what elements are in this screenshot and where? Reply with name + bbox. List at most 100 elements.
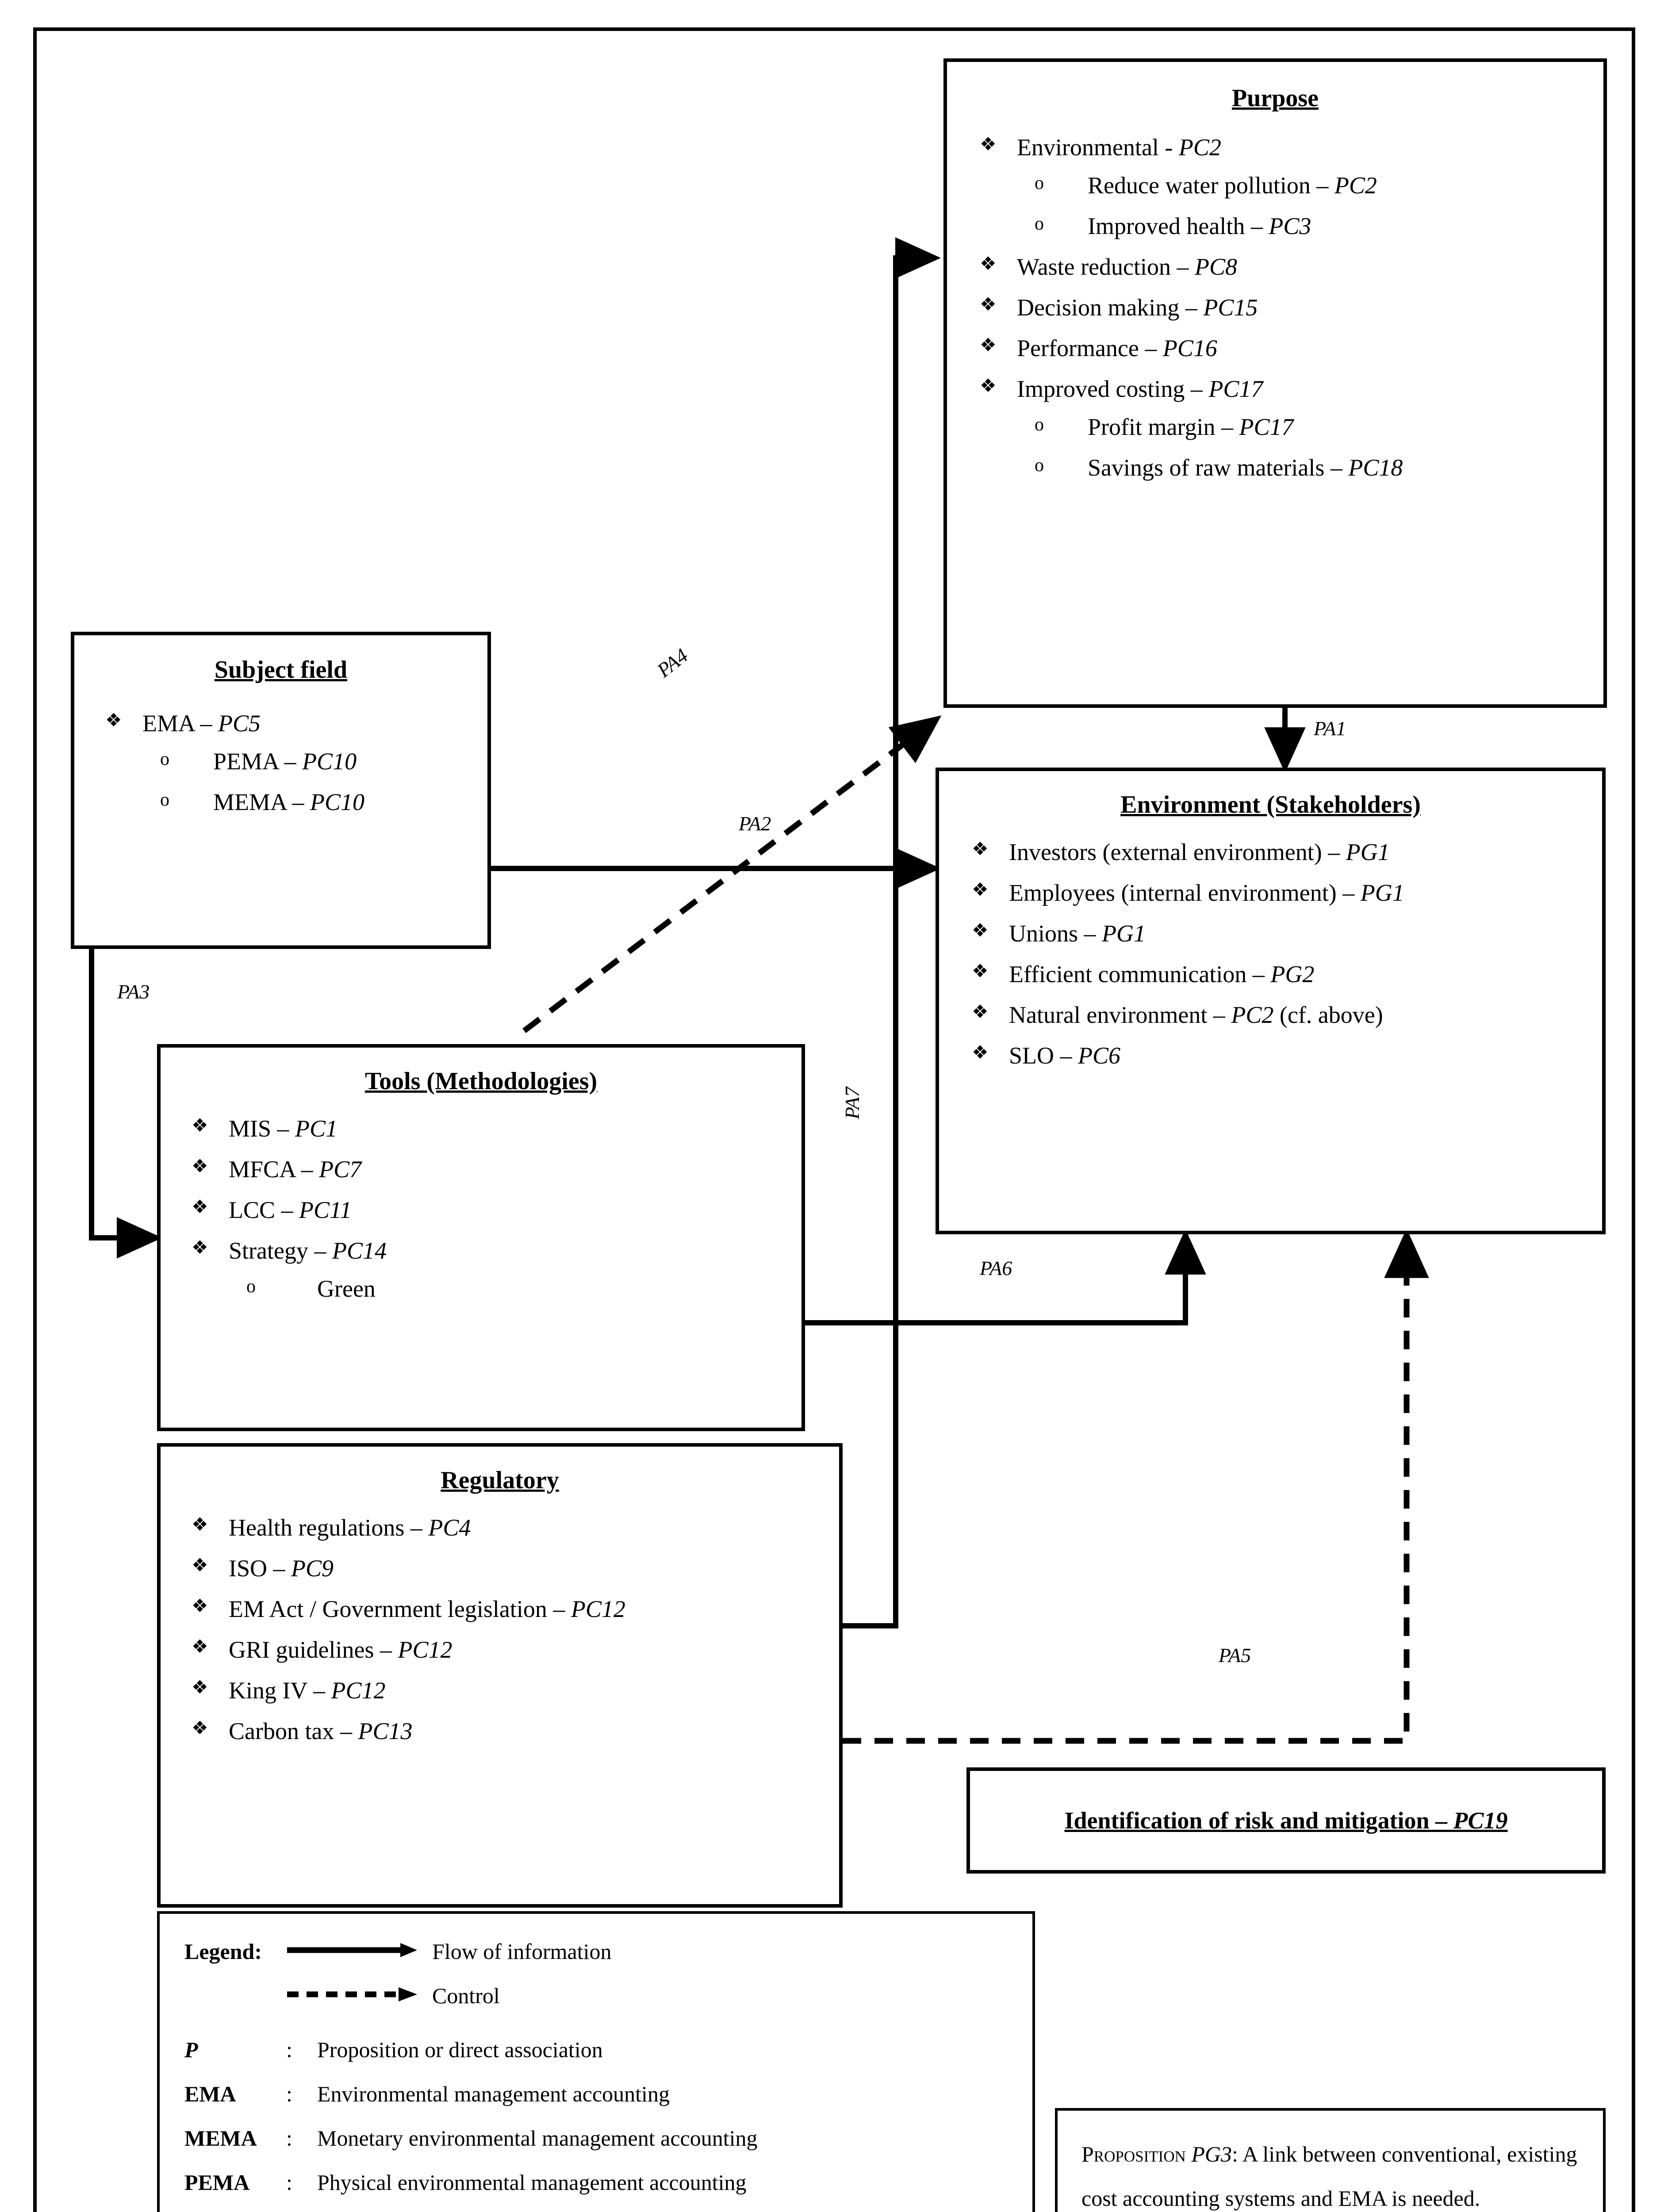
item-text: MEMA – [213, 788, 311, 815]
list-item: Unions – PG1 [957, 920, 1584, 947]
item-text: MIS – [229, 1115, 295, 1142]
item-code: PC5 [218, 710, 261, 737]
node-proposition-text: Proposition PG3: A link between conventi… [1081, 2132, 1579, 2212]
edge-label-PA7: PA7 [841, 1087, 863, 1119]
list-item: Natural environment – PC2 (cf. above) [957, 1001, 1584, 1029]
item-code: PC6 [1078, 1042, 1121, 1069]
item-code: PC12 [331, 1677, 386, 1704]
item-code: PC11 [299, 1196, 352, 1223]
sub-list: Profit margin – PC17 Savings of raw mate… [1017, 413, 1586, 481]
item-text: EMA – [142, 710, 219, 737]
list-item: Strategy – PC14 Green [176, 1237, 786, 1302]
proposition-label: Proposition [1081, 2142, 1192, 2166]
item-text: Performance – [1017, 335, 1163, 362]
node-regulatory-list: Health regulations – PC4 ISO – PC9 EM Ac… [176, 1514, 823, 1745]
sub-list: Green [229, 1275, 786, 1302]
item-text: Investors (external environment) – [1009, 838, 1346, 865]
dashed-arrow-icon [286, 1985, 432, 2003]
item-text: Improved costing – [1017, 376, 1209, 403]
list-item: Green [229, 1275, 786, 1302]
legend-abbr-key: PEMA [184, 2170, 250, 2195]
node-subject-field[interactable]: Subject field EMA – PC5 PEMA – PC10 MEMA… [71, 632, 491, 949]
item-text: Natural environment – [1009, 1001, 1231, 1028]
list-item: Reduce water pollution – PC2 [1017, 172, 1586, 199]
node-risk[interactable]: Identification of risk and mitigation – … [966, 1767, 1606, 1874]
item-code: PC18 [1348, 454, 1403, 481]
node-tools[interactable]: Tools (Methodologies) MIS – PC1 MFCA – P… [157, 1044, 805, 1431]
item-text: King IV – [229, 1677, 331, 1704]
item-code: PC10 [310, 788, 365, 815]
list-item: Performance – PC16 [965, 334, 1586, 362]
sub-list: PEMA – PC10 MEMA – PC10 [142, 748, 472, 816]
edge-PA6 [805, 1229, 1206, 1325]
list-item: EM Act / Government legislation – PC12 [176, 1595, 823, 1623]
item-text: LCC – [229, 1196, 299, 1223]
node-environment-list: Investors (external environment) – PG1 E… [957, 838, 1584, 1070]
item-text: Strategy – [229, 1237, 332, 1264]
list-item: Decision making – PC15 [965, 294, 1586, 321]
node-tools-list: MIS – PC1 MFCA – PC7 LCC – PC11 Strategy… [176, 1115, 786, 1302]
edge-PA4 [522, 715, 942, 1033]
item-text: Waste reduction – [1017, 253, 1195, 280]
legend-abbr-value: Physical environmental management accoun… [317, 2170, 747, 2195]
item-code: PC17 [1239, 414, 1294, 441]
node-legend[interactable]: Legend: Flow of information Control P : [157, 1911, 1035, 2212]
outer-frame [33, 27, 1635, 2212]
legend-control-label: Control [432, 1983, 500, 2008]
node-purpose-title: Purpose [1232, 84, 1319, 112]
item-code: PG1 [1102, 920, 1146, 947]
item-code: PC12 [571, 1595, 625, 1622]
node-environment[interactable]: Environment (Stakeholders) Investors (ex… [936, 768, 1606, 1234]
legend-row-abbr: PEMA : Physical environmental management… [184, 2170, 1011, 2195]
item-text: Health regulations – [229, 1514, 429, 1541]
node-purpose[interactable]: Purpose Environmental - PC2 Reduce water… [943, 58, 1607, 708]
sub-list: Reduce water pollution – PC2 Improved he… [1017, 172, 1586, 240]
list-item: MIS – PC1 [176, 1115, 786, 1142]
node-tools-title: Tools (Methodologies) [364, 1068, 598, 1095]
list-item: Improved health – PC3 [1017, 212, 1586, 240]
legend-row-flow: Legend: Flow of information [184, 1939, 1011, 1964]
item-text: Unions – [1009, 920, 1102, 947]
list-item: MFCA – PC7 [176, 1156, 786, 1183]
item-text: ISO – [229, 1555, 291, 1582]
list-item: Carbon tax – PC13 [176, 1717, 823, 1745]
legend-abbr-key: P [184, 2037, 198, 2062]
item-code: PC10 [302, 748, 357, 775]
node-purpose-list: Environmental - PC2 Reduce water polluti… [965, 134, 1586, 482]
risk-code: PC19 [1453, 1807, 1508, 1834]
edge-PA5 [843, 1228, 1429, 1744]
item-code: PC16 [1162, 335, 1217, 362]
item-code: PC14 [332, 1237, 387, 1264]
item-text: Environmental - [1017, 134, 1179, 161]
edge-PA3 [89, 949, 163, 1259]
edge-label-PA2: PA2 [739, 812, 771, 835]
item-code: PC9 [291, 1555, 334, 1582]
item-text: Employees (internal environment) – [1009, 879, 1361, 906]
edge-label-PA1: PA1 [1314, 717, 1346, 740]
item-tail: (cf. above) [1273, 1001, 1383, 1028]
legend-row-abbr: EMA : Environmental management accountin… [184, 2081, 1011, 2107]
item-code: PC2 [1178, 134, 1221, 161]
legend-row-abbr: MEMA : Monetary environmental management… [184, 2125, 1011, 2151]
list-item: EMA – PC5 PEMA – PC10 MEMA – PC10 [90, 710, 472, 816]
item-text: Efficient communication – [1009, 960, 1271, 987]
item-text: Decision making – [1017, 294, 1204, 321]
node-proposition[interactable]: Proposition PG3: A link between conventi… [1055, 2108, 1606, 2212]
legend-flow-label: Flow of information [432, 1939, 612, 1964]
list-item: Employees (internal environment) – PG1 [957, 879, 1584, 906]
legend-row-control: Control [184, 1983, 1011, 2008]
item-text: EM Act / Government legislation – [229, 1595, 571, 1622]
item-text: Reduce water pollution – [1088, 172, 1334, 199]
node-risk-title: Identification of risk and mitigation – … [1064, 1807, 1507, 1834]
item-code: PC15 [1203, 294, 1258, 321]
item-code: PC7 [319, 1156, 362, 1183]
proposition-body: : A link between conventional, existing … [1081, 2142, 1577, 2211]
list-item: Savings of raw materials – PC18 [1017, 454, 1586, 481]
node-regulatory[interactable]: Regulatory Health regulations – PC4 ISO … [157, 1443, 843, 1908]
legend-row-abbr: P : Proposition or direct association [184, 2037, 1011, 2062]
item-text: Carbon tax – [229, 1718, 358, 1745]
item-code: PC17 [1208, 376, 1263, 403]
list-item: Improved costing – PC17 Profit margin – … [965, 375, 1586, 481]
item-text: PEMA – [213, 748, 303, 775]
